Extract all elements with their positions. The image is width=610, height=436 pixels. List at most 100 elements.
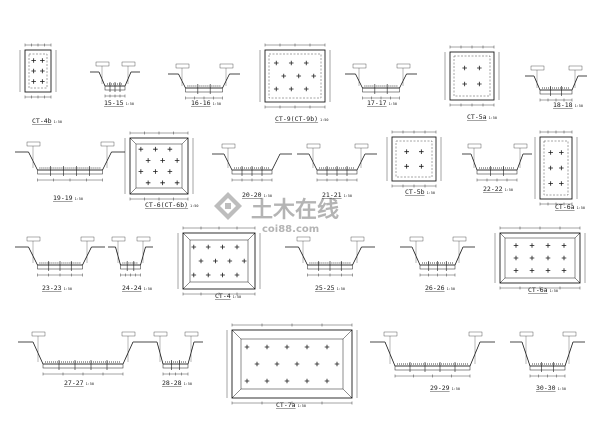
pile-mark [311, 73, 317, 79]
outline-rect [189, 239, 249, 283]
outline-rect [296, 236, 311, 242]
scale-note: 1:50 [452, 387, 460, 391]
outline-rect [467, 143, 482, 149]
pile-mark [513, 268, 519, 273]
pile-mark [561, 255, 567, 261]
outline-rect [221, 143, 236, 149]
outline-rect [499, 232, 581, 284]
outline-rect [468, 331, 483, 337]
outline-rect [31, 331, 46, 337]
scale-notes: 1:50 1:50 1:50 1:50 1:50 1:50 1:50 1:50 1:50 1:50… [32, 102, 585, 409]
outline-rect [504, 237, 576, 279]
drawing-line [342, 388, 353, 399]
scale-note: 1:50 [505, 188, 513, 192]
pile-mark [138, 169, 144, 174]
pile-mark [304, 344, 310, 350]
pile-mark [244, 378, 250, 384]
pile-mark [227, 258, 233, 264]
scale-note: 1:50 [320, 118, 328, 122]
pile-mark [274, 361, 280, 367]
scale-note: 1:50 [184, 382, 192, 386]
pile-mark [296, 73, 302, 79]
outline-rect [530, 65, 545, 71]
outline-rect [37, 169, 103, 175]
outline-rect [136, 236, 151, 242]
label-17-17: 17-17 [367, 99, 387, 107]
label-30-30: 30-30 [536, 384, 556, 392]
scale-note: 1:50 [75, 197, 83, 201]
drawing-line [342, 329, 353, 340]
drawing-line [231, 388, 242, 399]
drawing-line [129, 187, 137, 195]
outline-rect [28, 53, 48, 89]
watermark-title: 土木在线 [251, 197, 339, 223]
pile-mark [254, 361, 260, 367]
outline-rect [476, 169, 518, 175]
scale-note: 1:50 [264, 194, 272, 198]
outline-rect [395, 140, 433, 178]
pile-mark [264, 378, 270, 384]
outline-rect [26, 236, 41, 242]
pile-mark [31, 79, 36, 84]
label-ct4: CT-4 [215, 292, 231, 300]
drawing-line [247, 281, 256, 290]
outline-rect [268, 53, 322, 99]
label-22-22: 22-22 [483, 185, 503, 193]
label-25-25: 25-25 [315, 284, 335, 292]
scale-note: 1:50 [577, 206, 585, 210]
outline-rect [95, 61, 110, 67]
pile-mark [419, 149, 424, 154]
drawing-line [181, 187, 189, 195]
outline-rect [539, 136, 573, 200]
pile-mark [559, 165, 564, 171]
pile-mark [160, 158, 165, 163]
pile-mark [513, 255, 519, 261]
pile-mark [174, 158, 180, 163]
pile-mark [548, 181, 553, 186]
drawing-line [574, 232, 581, 239]
drawing-line [271, 153, 281, 171]
outline-rect [519, 331, 534, 337]
pile-mark [160, 180, 165, 186]
pile-mark [220, 244, 225, 250]
outline-rect [111, 236, 126, 242]
drawing-line [231, 329, 242, 340]
drawing-line [247, 232, 256, 241]
scale-note: 1:50 [489, 116, 497, 120]
label-15-15: 15-15 [104, 99, 124, 107]
pile-mark [324, 344, 330, 350]
outline-rect [80, 236, 95, 242]
pile-mark [220, 272, 225, 278]
pile-mark [273, 60, 279, 66]
outline-rect [153, 331, 168, 337]
pile-mark [40, 68, 45, 74]
pile-mark [548, 165, 553, 171]
scale-note: 1:50 [64, 287, 72, 291]
pile-mark [167, 169, 173, 174]
pile-mark [477, 65, 482, 71]
label-24-24: 24-24 [122, 284, 142, 292]
watermark: 土木在线 coi88.com [214, 192, 339, 235]
outline-rect [449, 51, 495, 101]
pile-mark [191, 244, 197, 250]
label-ct6c: CT-6a [528, 286, 548, 294]
label-19-19: 19-19 [53, 194, 73, 202]
label-26-26: 26-26 [425, 284, 445, 292]
scale-note: 1:50 [337, 287, 345, 291]
outline-rect [129, 137, 189, 195]
outline-rect [539, 89, 573, 95]
pile-mark [559, 150, 564, 155]
outline-rect [240, 338, 344, 390]
outline-rect [383, 331, 398, 337]
pile-mark [234, 244, 240, 250]
scale-note: 1:50 [298, 404, 306, 408]
pile-mark [288, 86, 294, 92]
scale-note: 1:50 [558, 387, 566, 391]
drawing-line [182, 232, 191, 241]
pile-mark [303, 86, 309, 92]
pile-mark [31, 58, 36, 63]
label-27-27: 27-27 [64, 379, 84, 387]
outline-rect [100, 141, 115, 147]
